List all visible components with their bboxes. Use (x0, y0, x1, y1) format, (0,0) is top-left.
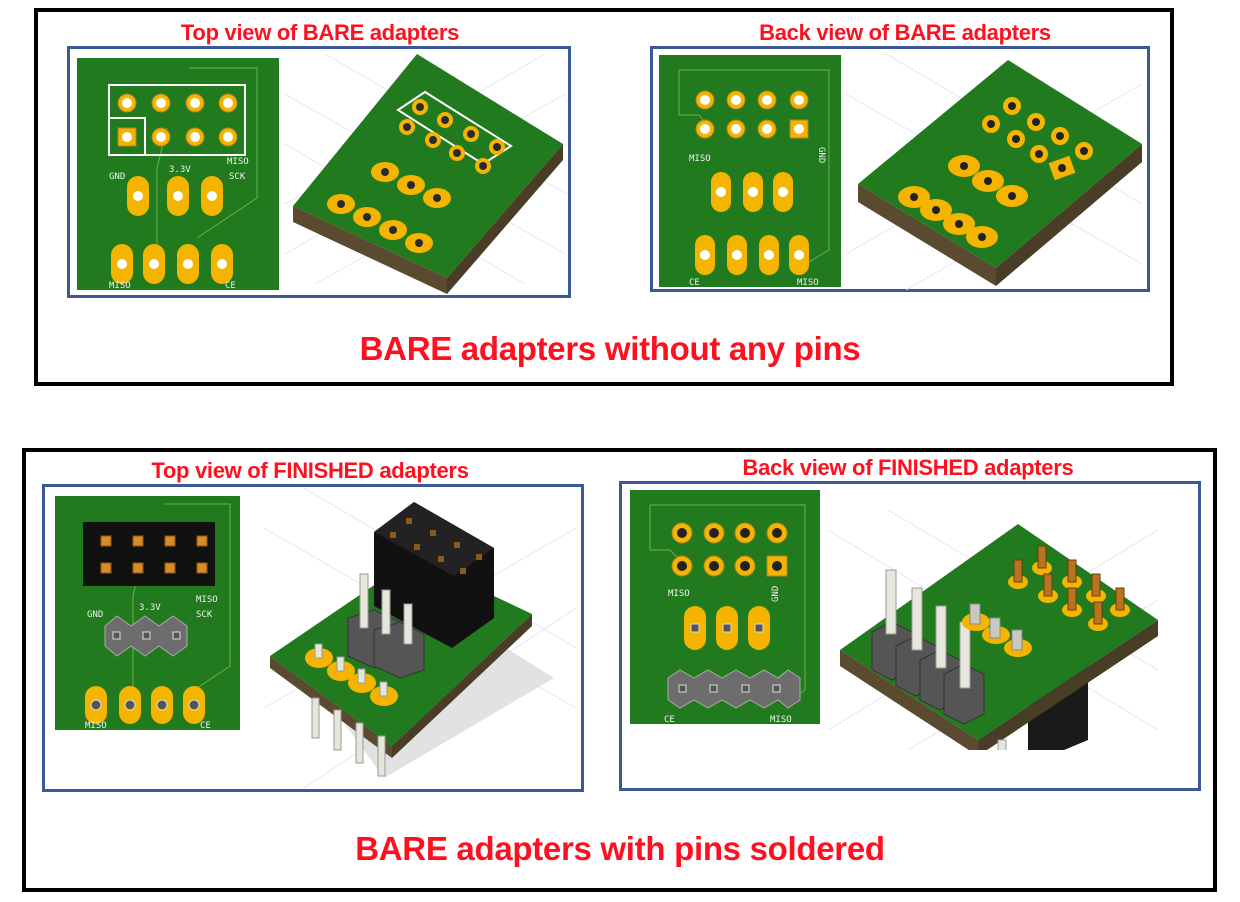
label-sck: SCK (196, 610, 213, 620)
back-view-finished-title: Back view of FINISHED adapters (742, 455, 1074, 480)
label-3v3: 3.3V (139, 603, 161, 613)
label-miso-bottom: MISO (85, 721, 107, 730)
finished-top-3d-render (264, 488, 576, 788)
label-3v3: 3.3V (169, 165, 191, 175)
label-miso-bottom: MISO (770, 715, 792, 724)
back-view-bare-title: Back view of BARE adapters (759, 20, 1051, 45)
label-miso-bottom: MISO (797, 278, 819, 287)
bare-back-flat-pcb: MISO GND CE MISO (659, 55, 841, 287)
label-ce: CE (225, 281, 236, 290)
label-miso-top: MISO (227, 157, 249, 167)
label-miso-left: MISO (668, 589, 690, 599)
label-gnd: GND (771, 586, 781, 602)
label-gnd: GND (816, 147, 826, 163)
bare-top-3d-render (285, 54, 567, 294)
label-gnd: GND (87, 610, 103, 620)
bare-top-flat-pcb: GND 3.3V MISO SCK MISO CE (77, 58, 279, 290)
caption-finished: BARE adapters with pins soldered (355, 830, 885, 867)
label-ce: CE (689, 278, 700, 287)
label-miso-left: MISO (689, 154, 711, 164)
label-ce: CE (664, 715, 675, 724)
label-sck: SCK (229, 172, 246, 182)
finished-back-flat-pcb: MISO GND CE MISO (630, 490, 820, 724)
bare-back-3d-render (846, 54, 1142, 290)
label-miso-bottom: MISO (109, 281, 131, 290)
finished-top-flat-pcb: GND 3.3V MISO SCK MISO CE (55, 496, 240, 730)
finished-back-3d-render (828, 510, 1158, 750)
top-view-bare-title: Top view of BARE adapters (180, 20, 460, 45)
caption-bare: BARE adapters without any pins (359, 330, 861, 367)
label-miso-top: MISO (196, 595, 218, 605)
label-ce: CE (200, 721, 211, 730)
top-view-finished-title: Top view of FINISHED adapters (151, 458, 469, 483)
label-gnd: GND (109, 172, 125, 182)
